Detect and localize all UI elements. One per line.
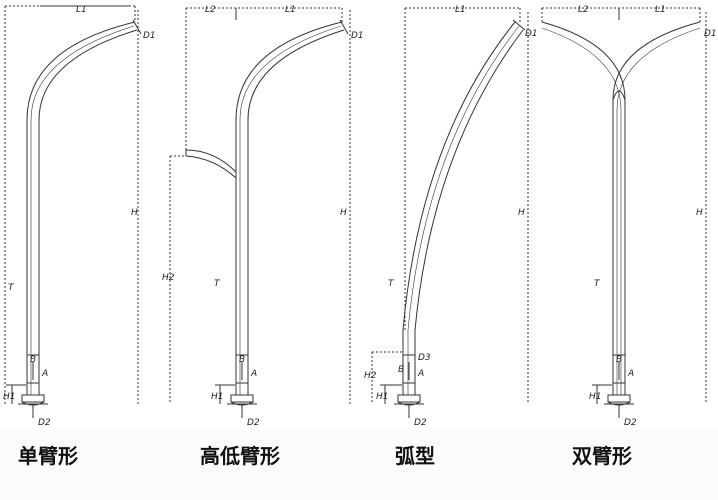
label-a: A xyxy=(627,369,634,379)
label-d3: D3 xyxy=(418,353,431,363)
label-l1: L1 xyxy=(76,5,87,15)
label-b: B xyxy=(616,355,622,365)
street-light-pole-diagram: L1 D1 H T B A H1 D2 L1 L2 D1 H H2 T B A … xyxy=(3,5,717,428)
label-d2: D2 xyxy=(414,418,427,428)
label-d2: D2 xyxy=(38,418,51,428)
label-d2: D2 xyxy=(247,418,260,428)
double-arm-pole-drawing xyxy=(541,7,707,418)
label-l1: L1 xyxy=(655,5,666,15)
caption-high-low-arm: 高低臂形 xyxy=(200,444,280,468)
label-t: T xyxy=(388,279,395,289)
caption-band xyxy=(0,430,718,500)
label-t: T xyxy=(214,279,221,289)
label-h1: H1 xyxy=(211,392,224,402)
label-d1: D1 xyxy=(525,29,538,39)
arc-pole-drawing xyxy=(371,7,529,418)
caption-single-arm: 单臂形 xyxy=(18,444,78,468)
label-h: H xyxy=(131,208,138,218)
label-h: H xyxy=(696,208,703,218)
label-h1: H1 xyxy=(589,392,602,402)
label-d1: D1 xyxy=(143,31,156,41)
label-h1: H1 xyxy=(3,392,16,402)
label-b: B xyxy=(398,365,404,375)
label-t: T xyxy=(594,279,601,289)
label-h1: H1 xyxy=(376,392,389,402)
label-l1: L1 xyxy=(455,5,466,15)
label-a: A xyxy=(41,369,48,379)
high-low-arm-pole-drawing xyxy=(169,7,351,418)
label-h: H xyxy=(518,208,525,218)
label-b: B xyxy=(239,355,245,365)
label-h: H xyxy=(340,208,347,218)
single-arm-pole-drawing xyxy=(4,5,142,418)
label-d2: D2 xyxy=(624,418,637,428)
label-l1: L1 xyxy=(285,5,296,15)
label-d1: D1 xyxy=(351,31,364,41)
label-h2: H2 xyxy=(364,371,377,381)
label-d1: D1 xyxy=(704,29,717,39)
label-h2: H2 xyxy=(162,273,175,283)
label-t: T xyxy=(8,283,15,293)
caption-double-arm: 双臂形 xyxy=(572,444,632,468)
caption-arc: 弧型 xyxy=(395,444,435,468)
label-l2: L2 xyxy=(578,5,589,15)
label-l2: L2 xyxy=(205,5,216,15)
label-a: A xyxy=(250,369,257,379)
label-a: A xyxy=(417,369,424,379)
label-b: B xyxy=(30,355,36,365)
